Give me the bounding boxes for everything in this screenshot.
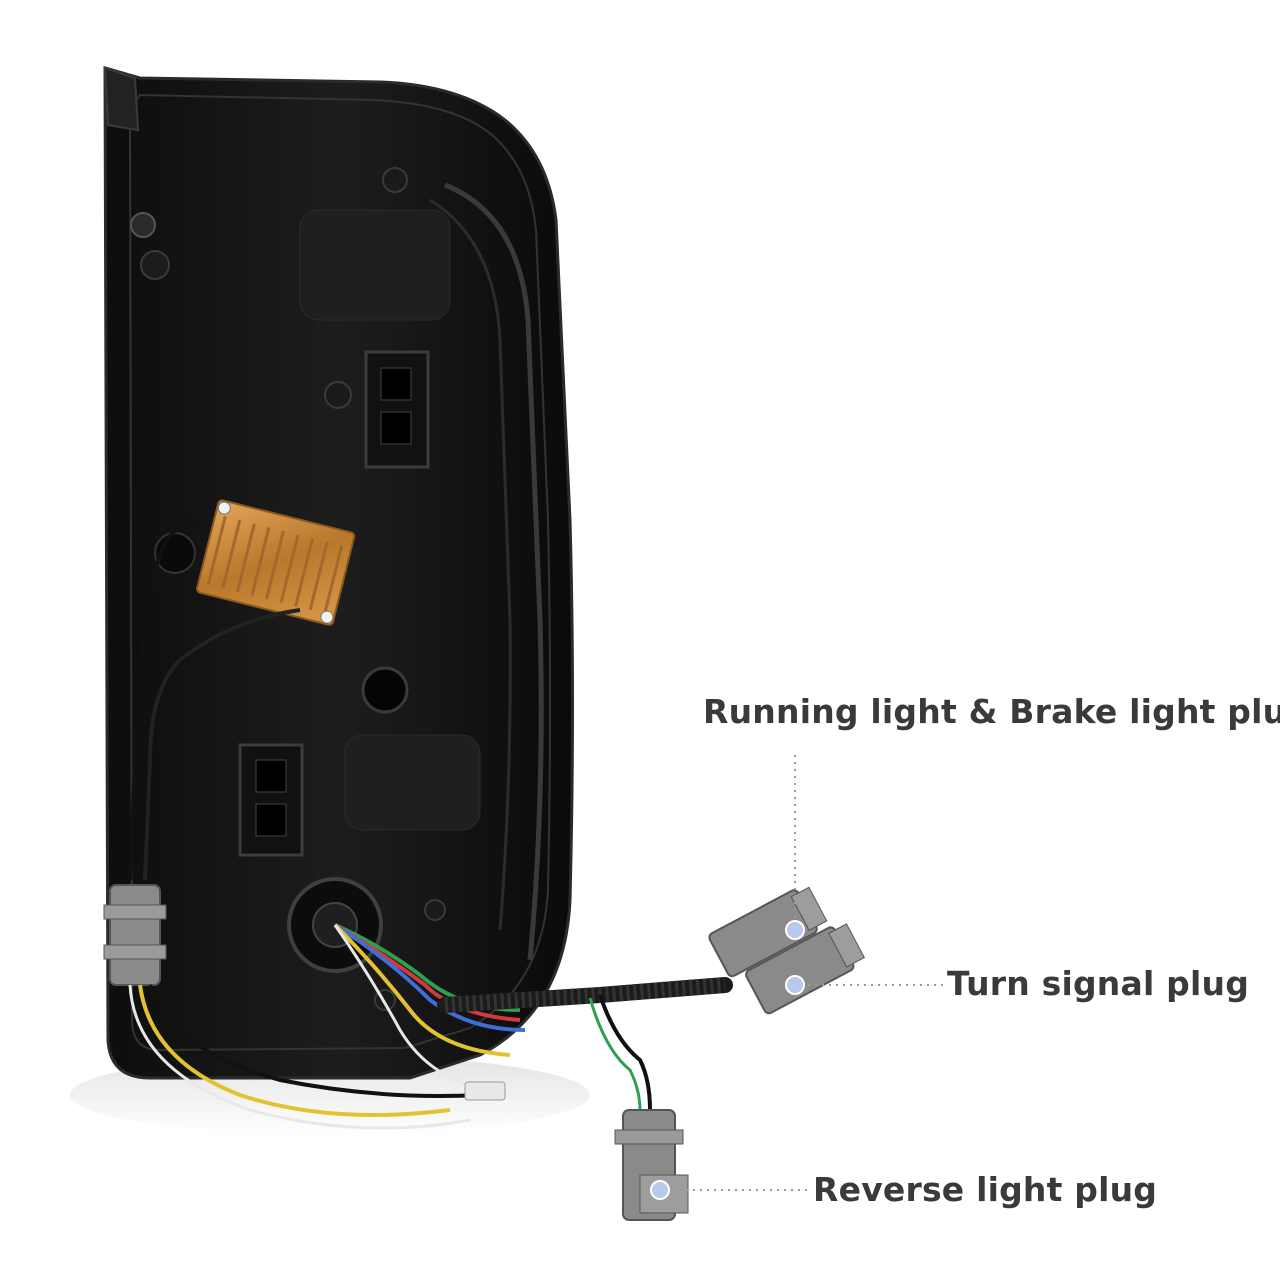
wire-green — [588, 997, 642, 1111]
wire-blue — [333, 923, 526, 1032]
marker-dot-running-brake — [785, 920, 805, 940]
wire-clip — [464, 1081, 506, 1101]
load-resistor — [196, 499, 356, 626]
housing-inner-rim — [128, 93, 551, 1052]
light-guide — [444, 182, 544, 961]
mounting-stud — [130, 212, 156, 238]
mounting-flange — [103, 66, 140, 132]
reverse-plug — [614, 1109, 689, 1221]
socket-slot — [380, 367, 412, 401]
socket-slot — [380, 411, 412, 445]
label-turn-signal-plug: Turn signal plug — [947, 964, 1250, 1003]
wire-black — [598, 994, 652, 1111]
wire-yellow — [138, 984, 451, 1117]
socket-slot — [255, 803, 287, 837]
inline-connector — [109, 884, 161, 986]
wire-yellow — [333, 923, 511, 1057]
housing-hole — [361, 666, 409, 714]
connector-rib — [103, 944, 167, 960]
label-reverse-light-plug: Reverse light plug — [813, 1170, 1158, 1209]
bulb-socket-lower — [238, 743, 304, 857]
marker-dot-reverse — [650, 1180, 670, 1200]
housing-panel — [344, 734, 481, 831]
marker-dot-turn-signal — [785, 975, 805, 995]
wire-white — [128, 984, 471, 1130]
connector-rib — [103, 904, 167, 920]
wire-black — [128, 518, 201, 881]
housing-hole — [324, 381, 352, 409]
socket-slot — [255, 759, 287, 793]
label-running-brake-plug: Running light & Brake light plug — [703, 692, 1280, 731]
light-guide — [429, 198, 512, 931]
wire-black — [148, 984, 481, 1098]
housing-hole — [424, 899, 446, 921]
housing-panel — [299, 209, 451, 321]
mounting-stud — [140, 250, 170, 280]
wire-black — [143, 608, 301, 881]
wire-white — [333, 924, 491, 1092]
turn-and-run-plugs — [708, 886, 866, 1015]
housing-hole — [382, 167, 408, 193]
braided-sleeve-texture — [444, 977, 726, 1013]
